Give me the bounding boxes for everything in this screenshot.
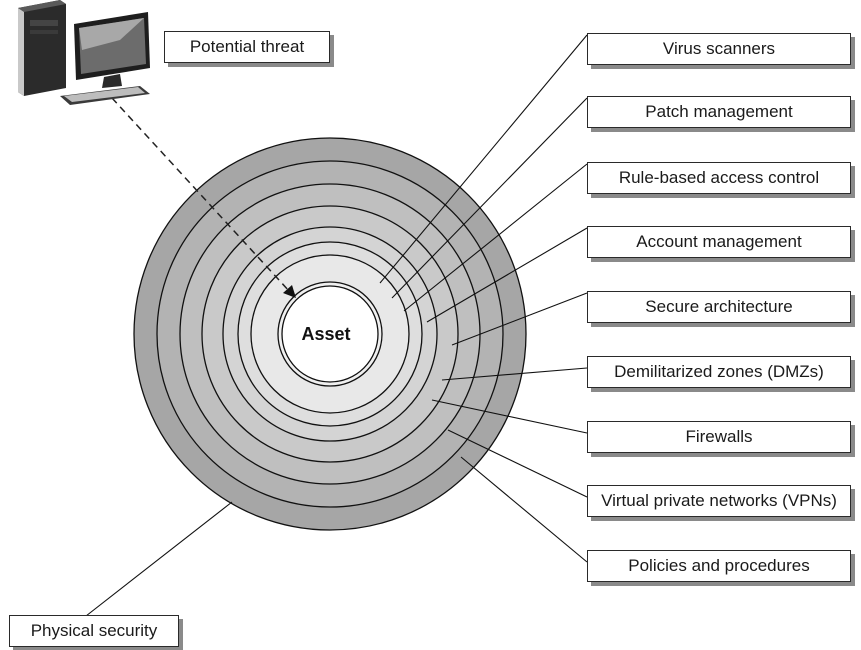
concentric-layers [133, 137, 527, 531]
threat-label-box: Potential threat [164, 31, 330, 63]
layer-label-box-firewalls: Firewalls [587, 421, 851, 453]
layer-label: Demilitarized zones (DMZs) [614, 362, 824, 381]
layer-label: Rule-based access control [618, 168, 820, 187]
layer-label-box-virus-scanners: Virus scanners [587, 33, 851, 65]
layer-label: Patch management [645, 102, 793, 121]
leader-line-virus-scanners [379, 34, 588, 284]
layer-label-box-policies-and-procedures: Policies and procedures [587, 550, 851, 582]
physical-security-label-box: Physical security [9, 615, 179, 647]
layer-label-box-rule-based-access-control: Rule-based access control [587, 162, 851, 194]
layer-label: Firewalls [685, 427, 753, 446]
threat-path-arrow [111, 97, 291, 293]
layer-label-box-patch-management: Patch management [587, 96, 851, 128]
layer-label: Virus scanners [662, 39, 776, 58]
layer-label: Virtual private networks (VPNs) [601, 491, 837, 510]
leader-line-account-management [426, 227, 588, 323]
leader-line-firewalls [431, 399, 588, 434]
leader-line-virtual-private-networks-vpns [447, 429, 588, 498]
layer-label: Account management [636, 232, 802, 251]
leader-line-rule-based-access-control [403, 163, 588, 312]
asset-core [281, 285, 379, 383]
physical-security-label: Physical security [30, 621, 158, 640]
threat-label: Potential threat [189, 37, 305, 56]
layer-label: Policies and procedures [628, 556, 810, 575]
asset-label: Asset [301, 324, 350, 344]
layer-label-box-demilitarized-zones-dmzs: Demilitarized zones (DMZs) [587, 356, 851, 388]
leader-lines [85, 34, 588, 617]
layer-label-box-account-management: Account management [587, 226, 851, 258]
computer-icon [18, 0, 150, 105]
leader-line-policies-and-procedures [460, 456, 588, 563]
threat-arrowhead [283, 285, 296, 298]
layer-label-box-virtual-private-networks-vpns: Virtual private networks (VPNs) [587, 485, 851, 517]
leader-line-demilitarized-zones-dmzs [441, 367, 588, 381]
layer-label-box-secure-architecture: Secure architecture [587, 291, 851, 323]
leader-line-patch-management [391, 97, 588, 299]
leader-line-secure-architecture [451, 292, 588, 346]
leader-line-physical-security [85, 501, 233, 617]
layer-label: Secure architecture [645, 297, 793, 316]
